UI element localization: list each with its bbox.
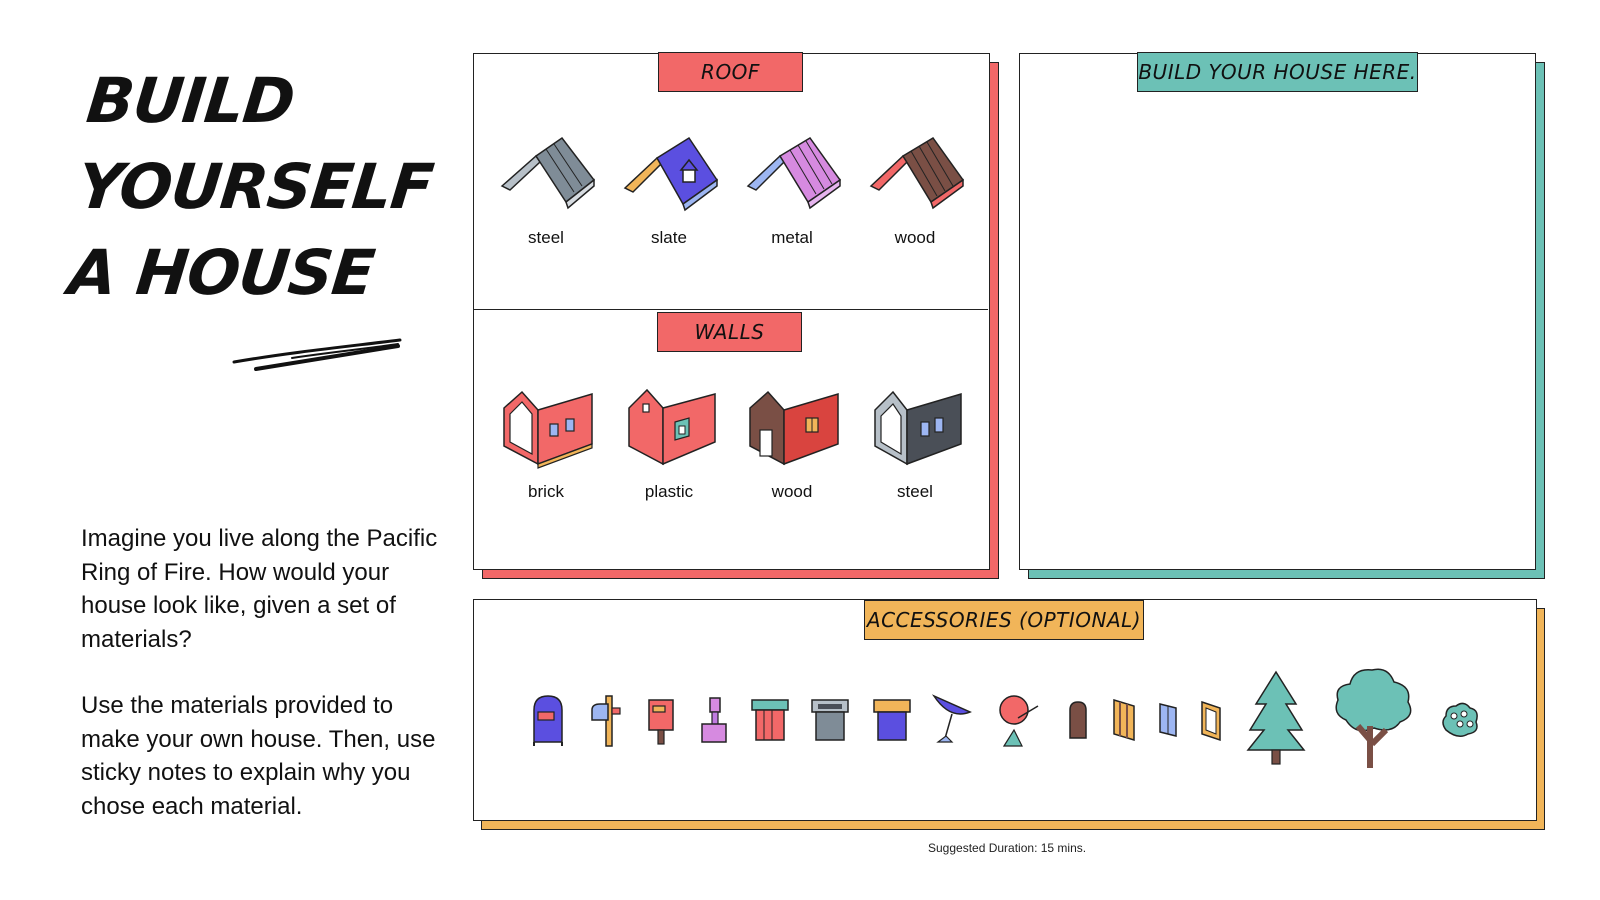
window-blue-icon[interactable] <box>1156 700 1180 740</box>
roof-option-label: metal <box>771 228 813 247</box>
page-title: BUILD YOURSELF A HOUSE <box>64 58 451 316</box>
roof-option-wood[interactable]: wood <box>860 134 970 248</box>
wall-option-wood[interactable]: wood <box>737 388 847 502</box>
instructions-paragraph-1: Imagine you live along the Pacific Ring … <box>81 525 438 653</box>
roof-tag: ROOF <box>658 52 803 92</box>
roof-tag-label: ROOF <box>701 60 760 84</box>
mailbox-blue-icon[interactable] <box>528 692 568 748</box>
mailbox-red-icon[interactable] <box>645 694 677 746</box>
chimney-gray-icon[interactable] <box>810 696 850 744</box>
wall-option-label: steel <box>897 482 933 501</box>
roof-option-label: slate <box>651 228 687 247</box>
roof-option-metal[interactable]: metal <box>737 134 847 248</box>
brick-wall-icon <box>503 390 593 469</box>
accessories-tag-label: ACCESSORIES (OPTIONAL) <box>866 608 1142 632</box>
instructions: Imagine you live along the Pacific Ring … <box>81 522 441 856</box>
roof-option-slate[interactable]: slate <box>614 134 724 248</box>
shrub-icon[interactable] <box>1440 700 1480 740</box>
mailbox-post-icon[interactable] <box>590 692 626 748</box>
roof-option-label: steel <box>528 228 564 247</box>
panel-divider <box>474 309 988 310</box>
chimney-blue-icon[interactable] <box>872 696 912 744</box>
window-yellow-icon[interactable] <box>1198 698 1224 742</box>
wall-option-label: brick <box>528 482 564 501</box>
steel-roof-icon <box>500 136 596 210</box>
accessories-tag: ACCESSORIES (OPTIONAL) <box>864 600 1144 640</box>
wall-option-steel[interactable]: steel <box>860 388 970 502</box>
door-wood-icon[interactable] <box>1110 696 1138 742</box>
build-tag: BUILD YOUR HOUSE HERE. <box>1137 52 1418 92</box>
title-line-3: A HOUSE <box>65 236 378 309</box>
wood-roof-icon <box>869 137 965 210</box>
wall-option-brick[interactable]: brick <box>491 388 601 502</box>
steel-wall-icon <box>874 390 962 466</box>
title-line-2: YOURSELF <box>74 150 437 223</box>
slate-roof-icon <box>623 136 719 212</box>
suggested-duration: Suggested Duration: 15 mins. <box>928 841 1087 855</box>
wood-wall-icon <box>749 390 839 466</box>
chimney-purple-icon[interactable] <box>698 694 730 746</box>
wall-option-label: plastic <box>644 482 694 501</box>
roof-option-steel[interactable]: steel <box>491 134 601 248</box>
title-line-1: BUILD <box>83 64 298 137</box>
chimney-teal-icon[interactable] <box>750 696 790 744</box>
underline-swash <box>232 338 402 371</box>
satellite-dish-icon[interactable] <box>930 690 974 748</box>
build-tag-label: BUILD YOUR HOUSE HERE. <box>1138 60 1417 84</box>
plastic-wall-icon <box>628 388 716 466</box>
walls-tag-label: WALLS <box>694 320 765 344</box>
round-tree-icon[interactable] <box>1330 664 1416 770</box>
instructions-paragraph-2: Use the materials provided to make your … <box>81 692 436 820</box>
roof-option-label: wood <box>894 228 936 247</box>
wall-option-label: wood <box>771 482 813 501</box>
antenna-dish-icon[interactable] <box>998 692 1046 748</box>
build-area[interactable] <box>1019 53 1536 570</box>
door-arched-icon[interactable] <box>1066 698 1090 742</box>
walls-tag: WALLS <box>657 312 802 352</box>
pine-tree-icon[interactable] <box>1244 670 1308 766</box>
metal-roof-icon <box>746 137 842 210</box>
wall-option-plastic[interactable]: plastic <box>614 388 724 502</box>
